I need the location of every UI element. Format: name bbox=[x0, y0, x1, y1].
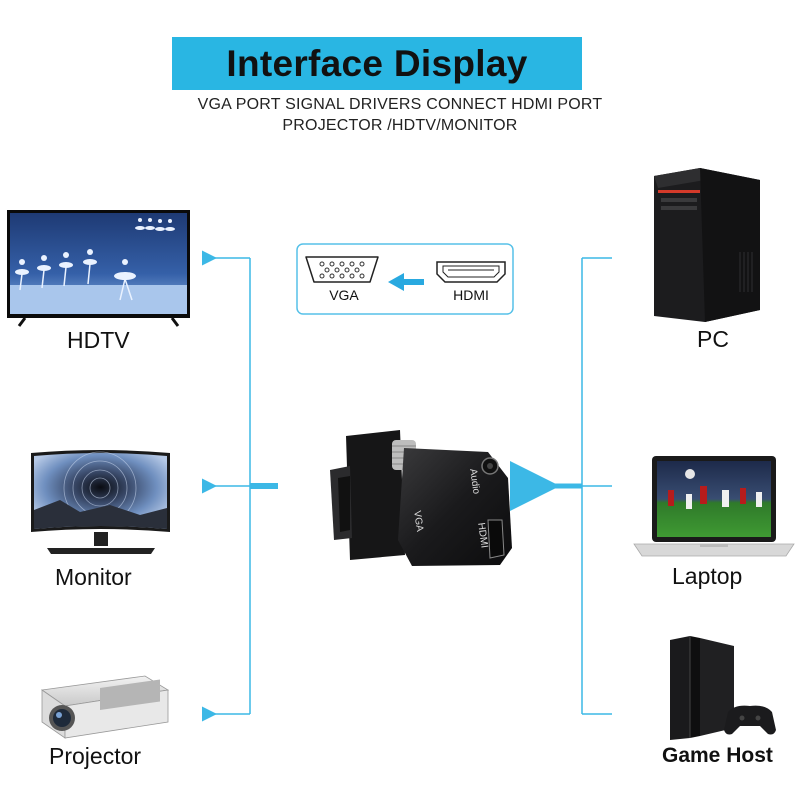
title-banner bbox=[172, 37, 582, 90]
page-title: Interface Display bbox=[226, 43, 528, 84]
vga-port-icon bbox=[305, 256, 379, 283]
pc-label: PC bbox=[697, 326, 729, 352]
hdmi-port-icon bbox=[436, 261, 506, 283]
subtitle-line-2: PROJECTOR /HDTV/MONITOR bbox=[282, 117, 518, 134]
hdtv-label: HDTV bbox=[67, 327, 130, 353]
game-host-label: Game Host bbox=[662, 744, 773, 767]
subtitle-line-1: VGA PORT SIGNAL DRIVERS CONNECT HDMI POR… bbox=[197, 96, 603, 113]
hdmi-port-label: HDMI bbox=[453, 287, 489, 303]
arrow-left-icon bbox=[388, 273, 404, 291]
laptop-label: Laptop bbox=[672, 563, 743, 589]
vga-port-label: VGA bbox=[329, 287, 359, 303]
monitor-label: Monitor bbox=[55, 564, 132, 590]
projector-label: Projector bbox=[49, 743, 142, 769]
